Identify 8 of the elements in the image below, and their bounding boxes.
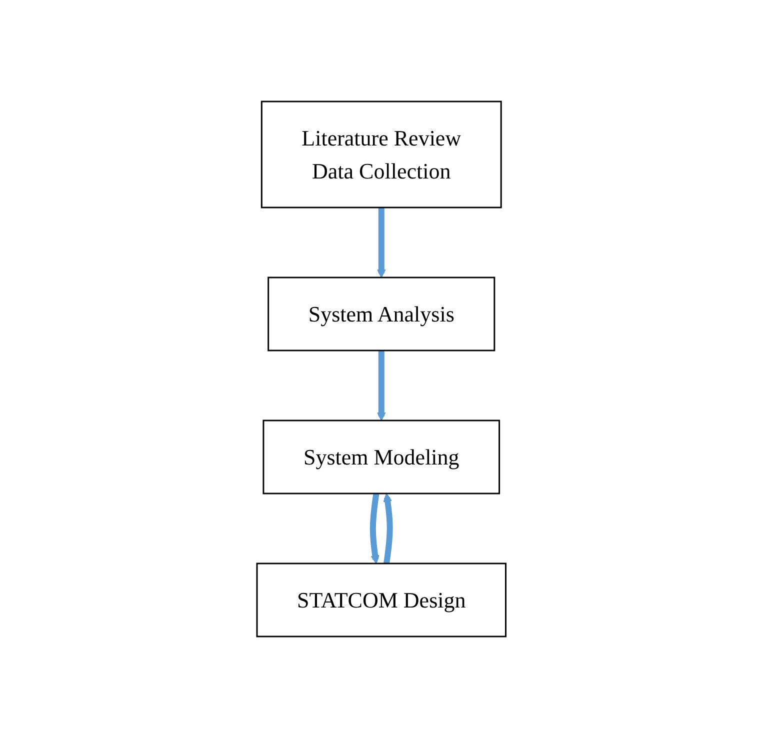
arrow — [376, 350, 386, 421]
node-box: System Modeling — [262, 420, 500, 494]
node-box: System Analysis — [267, 276, 495, 352]
node-box: Literature Review Data Collection — [260, 100, 502, 208]
arrow — [376, 208, 386, 278]
arrow — [382, 493, 392, 564]
node-box: STATCOM Design — [256, 562, 506, 638]
arrow — [370, 493, 380, 564]
